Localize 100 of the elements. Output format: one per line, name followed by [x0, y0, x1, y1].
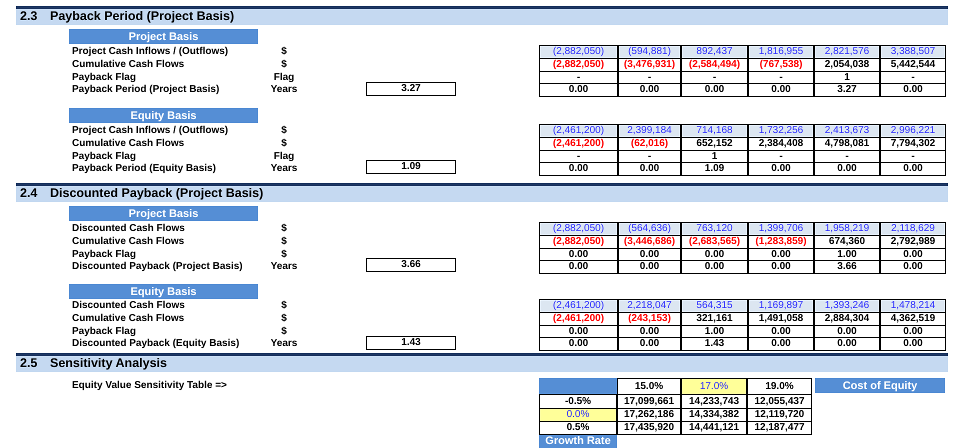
table-cell: 0.00 — [748, 325, 814, 338]
table-cell: 0.00 — [748, 248, 814, 261]
table-cell: 0.00 — [748, 260, 814, 274]
table-cell: 2,399,184 — [618, 124, 681, 138]
table-cell: 0.00 — [880, 337, 946, 351]
row-label: Cumulative Cash Flows — [72, 235, 184, 248]
table-cell: 12,055,437 — [747, 394, 812, 409]
table-cell: 17,435,920 — [617, 421, 681, 435]
table-cell: (1,283,859) — [748, 235, 814, 249]
section-number: 2.3 — [20, 9, 38, 24]
table-cell: - — [814, 150, 880, 163]
header-bar: Growth Rate — [539, 434, 617, 448]
table-cell: 0.00 — [618, 325, 681, 338]
section-title: Payback Period (Project Basis) — [50, 9, 234, 24]
table-cell: 0.00 — [748, 337, 814, 351]
table-cell: 17.0% — [681, 378, 747, 395]
header-bar: Equity Basis — [69, 108, 258, 123]
table-cell: 2,118,629 — [880, 222, 946, 236]
table-cell: - — [681, 71, 748, 84]
table-cell: 0.00 — [618, 248, 681, 261]
table-cell: 0.00 — [618, 83, 681, 97]
table-cell: (3,446,686) — [618, 235, 681, 249]
unit-label: Years — [270, 260, 298, 273]
section-number: 2.4 — [20, 186, 38, 201]
table-cell: 12,119,720 — [747, 408, 812, 422]
table-cell: 564,315 — [681, 299, 748, 313]
row-label: Discounted Cash Flows — [72, 222, 185, 235]
table-cell: 2,884,304 — [814, 312, 880, 326]
table-cell: 1,732,256 — [748, 124, 814, 138]
header-bar: Cost of Equity — [815, 378, 945, 393]
table-cell: (243,153) — [618, 312, 681, 326]
table-cell: 0.00 — [814, 325, 880, 338]
unit-label: Flag — [272, 150, 296, 162]
table-cell: 763,120 — [681, 222, 748, 236]
table-cell: 0.00 — [539, 337, 618, 351]
result-cell: 1.43 — [366, 336, 456, 350]
table-cell: 14,441,121 — [681, 421, 747, 435]
table-cell: 2,792,989 — [880, 235, 946, 249]
table-cell: 3.27 — [814, 83, 880, 97]
table-cell: 14,233,743 — [681, 394, 747, 409]
table-caption: Equity Value Sensitivity Table => — [72, 379, 227, 392]
table-cell: 0.00 — [880, 162, 946, 176]
table-cell: 12,187,477 — [747, 421, 812, 435]
table-cell: 652,152 — [681, 137, 748, 151]
table-cell: - — [748, 71, 814, 84]
table-cell: - — [880, 71, 946, 84]
row-label: Payback Flag — [72, 71, 136, 83]
table-cell: 0.00 — [748, 83, 814, 97]
table-cell: 1,399,706 — [748, 222, 814, 236]
table-cell: 0.0% — [539, 408, 617, 422]
table-cell: - — [539, 71, 618, 84]
table-cell: 0.00 — [880, 248, 946, 261]
row-label: Discounted Payback (Equity Basis) — [72, 337, 240, 350]
section-title: Sensitivity Analysis — [50, 356, 167, 371]
unit-label: $ — [280, 58, 288, 71]
unit-label: Years — [270, 162, 298, 175]
table-cell: 3,388,507 — [880, 45, 946, 59]
row-label: Payback Flag — [72, 150, 136, 162]
table-cell: 0.00 — [748, 162, 814, 176]
unit-label: $ — [280, 222, 288, 235]
unit-label: $ — [280, 124, 288, 137]
table-cell: 1 — [681, 150, 748, 163]
table-cell: 0.00 — [681, 248, 748, 261]
table-cell: (594,881) — [618, 45, 681, 59]
row-label: Project Cash Inflows / (Outflows) — [72, 124, 228, 137]
table-cell: 0.00 — [880, 260, 946, 274]
table-cell: (767,538) — [748, 58, 814, 72]
row-label: Cumulative Cash Flows — [72, 312, 184, 325]
unit-label: Years — [270, 83, 298, 96]
table-cell: (2,461,200) — [539, 299, 618, 313]
table-cell: 0.00 — [539, 325, 618, 338]
table-cell: 0.00 — [618, 337, 681, 351]
table-cell: 2,218,047 — [618, 299, 681, 313]
table-cell: 19.0% — [747, 378, 812, 395]
table-cell: 5,442,544 — [880, 58, 946, 72]
table-cell: 674,360 — [814, 235, 880, 249]
table-cell: - — [618, 71, 681, 84]
table-cell: 2,054,038 — [814, 58, 880, 72]
table-cell: 892,437 — [681, 45, 748, 59]
table-cell: 17,099,661 — [617, 394, 681, 409]
table-cell: 0.00 — [880, 325, 946, 338]
table-cell: (564,636) — [618, 222, 681, 236]
table-cell: 14,334,382 — [681, 408, 747, 422]
table-cell: 1 — [814, 71, 880, 84]
table-cell: - — [539, 150, 618, 163]
unit-label: $ — [280, 312, 288, 325]
table-cell: 17,262,186 — [617, 408, 681, 422]
table-cell: (2,461,200) — [539, 137, 618, 151]
table-cell: - — [618, 150, 681, 163]
unit-label: $ — [280, 235, 288, 248]
section-header-band — [16, 183, 948, 202]
table-cell: 0.00 — [618, 162, 681, 176]
table-cell: 2,384,408 — [748, 137, 814, 151]
table-cell: 0.00 — [814, 162, 880, 176]
row-label: Discounted Payback (Project Basis) — [72, 260, 243, 273]
result-cell: 3.27 — [366, 82, 456, 96]
row-label: Payback Period (Project Basis) — [72, 83, 220, 96]
header-bar: Project Basis — [69, 206, 258, 221]
result-cell: 1.09 — [366, 160, 456, 174]
table-cell: 1.00 — [814, 248, 880, 261]
